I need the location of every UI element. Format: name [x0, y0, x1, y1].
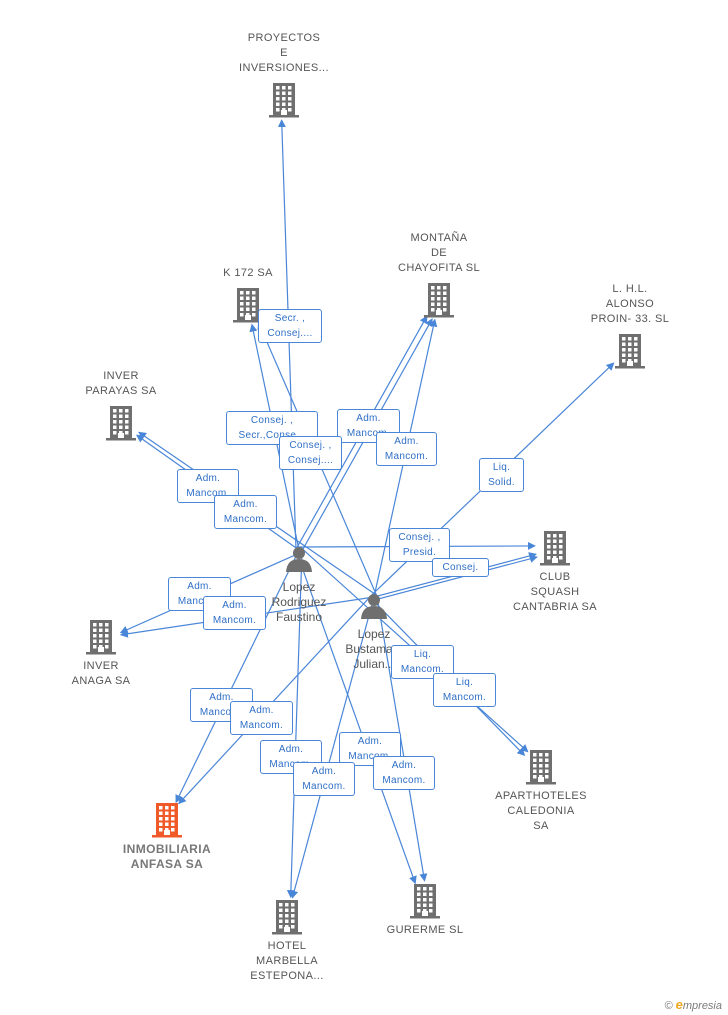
- building-icon[interactable]: [615, 334, 645, 369]
- graph-nodes: [86, 83, 645, 935]
- edge-faustino-hotel: [286, 550, 303, 899]
- building-icon[interactable]: [424, 283, 454, 318]
- company-label-k172[interactable]: K 172 SA: [223, 267, 273, 279]
- copyright-symbol: ©: [664, 1000, 673, 1012]
- building-icon[interactable]: [106, 406, 136, 441]
- building-icon[interactable]: [410, 884, 440, 919]
- relation-label[interactable]: Adm. Mancom.: [337, 409, 400, 443]
- edge-julian-hotel: [290, 596, 375, 899]
- edge-faustino-gurerme: [295, 550, 417, 885]
- person-icon[interactable]: [361, 594, 387, 619]
- company-label-inmobiliaria[interactable]: INMOBILIARIA ANFASA SA: [122, 842, 212, 871]
- company-label-hotel[interactable]: HOTEL MARBELLA ESTEPONA...: [250, 940, 324, 982]
- company-label-lhl[interactable]: L. H.L. ALONSO PROIN- 33. SL: [590, 283, 670, 325]
- building-icon[interactable]: [86, 620, 116, 655]
- person-label-julian[interactable]: Lopez Bustama... Julian...: [345, 627, 403, 671]
- person-label-faustino[interactable]: Lopez Rodriguez Faustino: [271, 580, 327, 624]
- building-icon[interactable]: [526, 750, 556, 785]
- relation-label[interactable]: Adm. Mancom.: [376, 432, 437, 466]
- company-label-inveranaga[interactable]: INVER ANAGA SA: [71, 660, 131, 687]
- building-icon[interactable]: [233, 288, 263, 323]
- edge-julian-inmobiliaria: [178, 594, 373, 805]
- relation-label[interactable]: Liq. Solid.: [479, 458, 524, 492]
- relation-label[interactable]: Adm. Mancom.: [373, 756, 435, 790]
- building-icon[interactable]: [272, 900, 302, 935]
- building-icon[interactable]: [269, 83, 299, 118]
- building-icon[interactable]: [152, 803, 182, 838]
- company-label-gurerme[interactable]: GURERME SL: [386, 924, 464, 936]
- company-label-inverparayas[interactable]: INVER PARAYAS SA: [85, 370, 157, 397]
- edge-julian-club: [374, 554, 538, 601]
- relation-label[interactable]: Liq. Mancom.: [433, 673, 496, 707]
- relation-label[interactable]: Adm. Mancom.: [230, 701, 293, 735]
- relation-label[interactable]: Adm. Mancom.: [293, 762, 355, 796]
- relation-label[interactable]: Adm. Mancom.: [214, 495, 277, 529]
- edge-faustino-inmobiliaria: [175, 549, 300, 804]
- relation-label[interactable]: Secr. , Consej....: [258, 309, 322, 343]
- person-icon[interactable]: [286, 547, 312, 572]
- building-icon[interactable]: [540, 531, 570, 566]
- relation-label[interactable]: Adm. Mancom.: [177, 469, 239, 503]
- relation-label[interactable]: Consej.: [432, 558, 489, 577]
- company-label-club[interactable]: CLUB SQUASH CANTABRIA SA: [512, 571, 598, 613]
- company-label-proyectos[interactable]: PROYECTOS E INVERSIONES...: [239, 32, 329, 74]
- relation-label[interactable]: Consej. , Presid.: [389, 528, 450, 562]
- company-label-montana[interactable]: MONTAÑA DE CHAYOFITA SL: [397, 232, 481, 274]
- empresia-logo-text: mpresia: [682, 1000, 722, 1012]
- relation-label[interactable]: Consej. , Consej....: [279, 436, 342, 470]
- empresia-watermark[interactable]: © empresia: [664, 997, 722, 1012]
- company-label-aparthoteles[interactable]: APARTHOTELES CALEDONIA SA: [495, 790, 587, 832]
- relation-label[interactable]: Adm. Mancom.: [260, 740, 322, 774]
- empresia-logo-initial: e: [675, 997, 683, 1012]
- relation-label[interactable]: Adm. Mancom.: [203, 596, 266, 630]
